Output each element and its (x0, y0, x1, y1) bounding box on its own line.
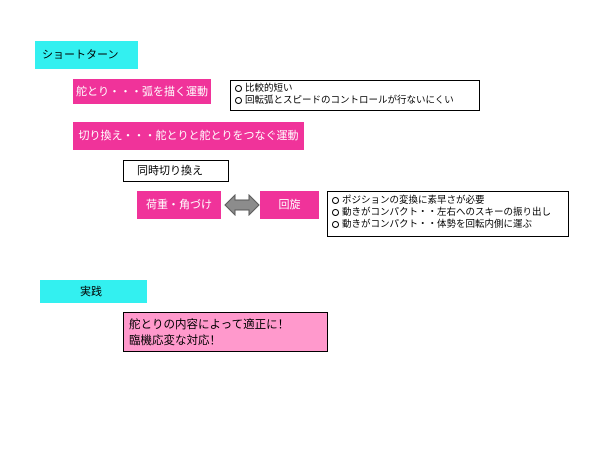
rotation-box: 回旋 (260, 191, 319, 219)
section-header-practice-label: 実践 (80, 284, 102, 298)
steering-note-2: 回転弧とスピードのコントロールが行ないにくい (235, 95, 475, 107)
steering-note-1: 比較的短い (235, 83, 475, 95)
edge-change-box: 切り換え・・・舵とりと舵とりをつなぐ運動 (73, 122, 304, 150)
double-arrow-icon (224, 194, 260, 216)
edge-change-label: 切り換え・・・舵とりと舵とりをつなぐ運動 (78, 129, 299, 142)
circle-bullet-icon (332, 209, 339, 216)
circle-bullet-icon (235, 85, 242, 92)
conclusion-box: 舵とりの内容によって適正に！ 臨機応変な対応！ (123, 312, 328, 352)
steering-arc-label: 舵とり・・・弧を描く運動 (76, 84, 208, 98)
rotation-note-1-text: ポジションの変換に素早さが必要 (342, 195, 485, 206)
section-header-practice: 実践 (40, 280, 147, 303)
conclusion-line-2: 臨機応変な対応！ (129, 333, 221, 347)
weighting-edging-label: 荷重・角づけ (146, 198, 212, 211)
conclusion-line-1: 舵とりの内容によって適正に！ (129, 317, 290, 331)
section-header-short-turn: ショートターン (35, 41, 138, 69)
rotation-note-2-text: 動きがコンパクト・・左右へのスキーの振り出し (342, 207, 552, 218)
simultaneous-change-box: 同時切り換え (123, 160, 229, 182)
rotation-notes: ポジションの変換に素早さが必要 動きがコンパクト・・左右へのスキーの振り出し 動… (327, 191, 569, 237)
circle-bullet-icon (235, 97, 242, 104)
simultaneous-change-label: 同時切り換え (137, 164, 203, 177)
weighting-edging-box: 荷重・角づけ (137, 191, 221, 219)
circle-bullet-icon (332, 221, 339, 228)
rotation-note-3-text: 動きがコンパクト・・体勢を回転内側に運ぶ (342, 219, 533, 230)
steering-note-2-text: 回転弧とスピードのコントロールが行ないにくい (245, 95, 454, 106)
rotation-label: 回旋 (278, 198, 301, 211)
steering-notes: 比較的短い 回転弧とスピードのコントロールが行ないにくい (230, 80, 480, 111)
rotation-note-1: ポジションの変換に素早さが必要 (332, 195, 564, 207)
steering-arc-box: 舵とり・・・弧を描く運動 (73, 79, 211, 104)
circle-bullet-icon (332, 197, 339, 204)
section-header-short-turn-label: ショートターン (42, 48, 119, 61)
rotation-note-2: 動きがコンパクト・・左右へのスキーの振り出し (332, 207, 564, 219)
rotation-note-3: 動きがコンパクト・・体勢を回転内側に運ぶ (332, 219, 564, 231)
steering-note-1-text: 比較的短い (245, 83, 293, 94)
